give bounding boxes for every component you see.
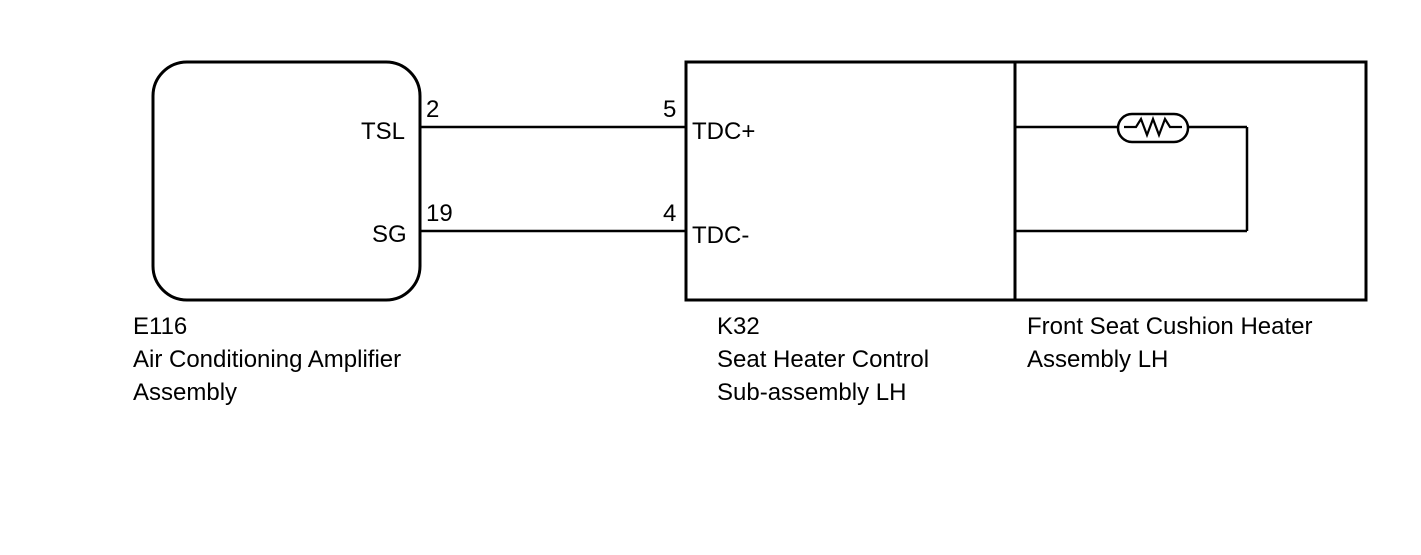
controller-name-line2: Sub-assembly LH [717, 379, 907, 406]
ctrl-terminal-tdc-plus: TDC+ [692, 118, 756, 145]
heater-name-line2: Assembly LH [1027, 346, 1169, 373]
amplifier-box [151, 60, 422, 302]
heater-caption: Front Seat Cushion Heater Assembly LH [1027, 310, 1312, 376]
pin-ctrl-tdc-plus: 5 [663, 96, 677, 123]
amplifier-code: E116 [133, 313, 188, 340]
heater-name-line1: Front Seat Cushion Heater [1027, 313, 1313, 340]
amplifier-name-line1: Air Conditioning Amplifier [133, 346, 402, 373]
heater-box [1013, 60, 1368, 302]
amp-terminal-tsl: TSL [361, 118, 406, 145]
pin-amp-sg: 19 [426, 200, 453, 227]
resistor-zigzag-icon [1124, 115, 1182, 139]
amplifier-name-line2: Assembly [133, 379, 238, 406]
controller-box [684, 60, 1017, 302]
ctrl-terminal-tdc-minus: TDC- [692, 222, 750, 249]
pin-ctrl-tdc-minus: 4 [663, 200, 677, 227]
controller-code: K32 [717, 313, 760, 340]
controller-name-line1: Seat Heater Control [717, 346, 930, 373]
pin-amp-tsl: 2 [426, 96, 440, 123]
controller-caption: K32 Seat Heater Control Sub-assembly LH [717, 310, 929, 409]
amp-terminal-sg: SG [372, 221, 407, 248]
amplifier-caption: E116 Air Conditioning Amplifier Assembly [133, 310, 401, 409]
